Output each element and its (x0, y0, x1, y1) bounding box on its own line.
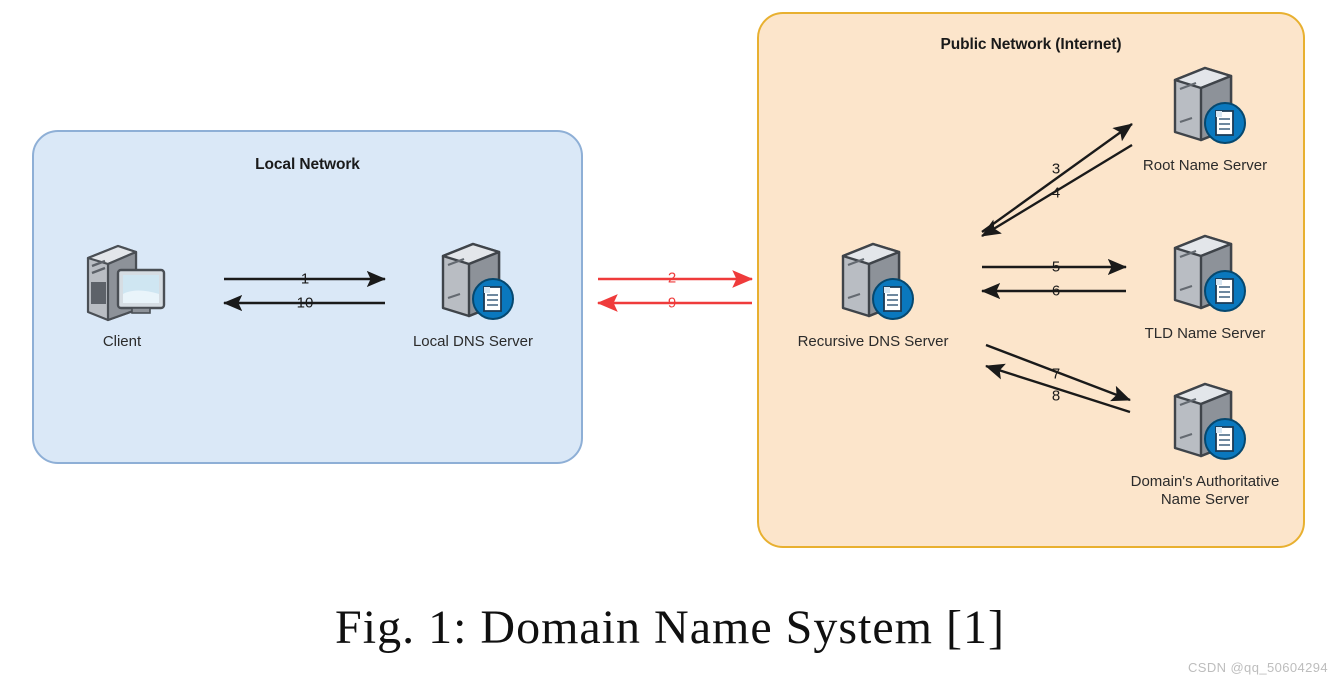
conn-label-8: 8 (1051, 387, 1061, 405)
conn-label-3: 3 (1051, 160, 1061, 178)
local-network-title: Local Network (255, 156, 360, 173)
dns-server-icon (1159, 230, 1251, 321)
public-network-title: Public Network (Internet) (940, 36, 1122, 53)
node-label-tld-name-server: TLD Name Server (1144, 325, 1266, 342)
conn-label-4: 4 (1051, 184, 1061, 202)
dns-server-icon (1159, 62, 1251, 153)
dns-server-icon (427, 238, 519, 329)
conn-label-6: 6 (1051, 282, 1061, 300)
figure-caption: Fig. 1: Domain Name System [1] (335, 601, 1005, 654)
node-tld-name-server[interactable]: TLD Name Server (1105, 230, 1305, 343)
conn-label-5: 5 (1051, 258, 1061, 276)
conn-label-9: 9 (667, 294, 677, 312)
node-client[interactable]: Client (22, 238, 222, 351)
node-label-client: Client (102, 333, 142, 350)
desktop-computer-icon (74, 238, 170, 329)
node-recursive-dns[interactable]: Recursive DNS Server (773, 238, 973, 351)
node-label-root-name-server: Root Name Server (1142, 157, 1268, 174)
node-root-name-server[interactable]: Root Name Server (1105, 62, 1305, 175)
dns-server-icon (827, 238, 919, 329)
node-label-recursive-dns: Recursive DNS Server (797, 333, 949, 350)
conn-label-2: 2 (667, 269, 677, 287)
dns-server-icon (1159, 378, 1251, 469)
conn-label-10: 10 (296, 294, 314, 312)
node-label-authoritative-name-server: Domain's Authoritative Name Server (1130, 473, 1280, 508)
node-authoritative-name-server[interactable]: Domain's Authoritative Name Server (1105, 378, 1305, 509)
node-local-dns[interactable]: Local DNS Server (373, 238, 573, 351)
conn-label-1: 1 (300, 270, 310, 288)
watermark: CSDN @qq_50604294 (1188, 660, 1328, 675)
node-label-local-dns: Local DNS Server (412, 333, 534, 350)
conn-label-7: 7 (1051, 365, 1061, 383)
